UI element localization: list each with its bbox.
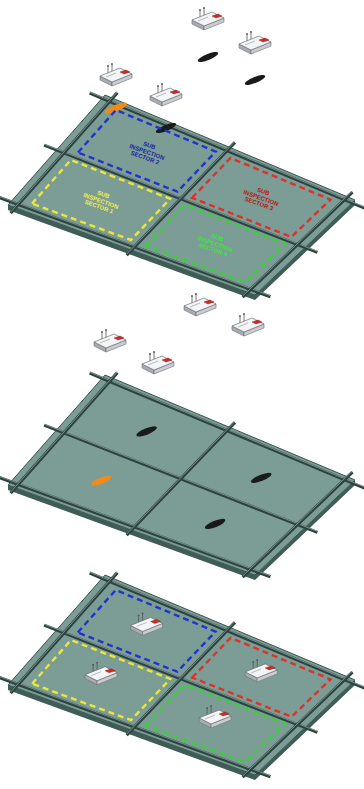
stringer xyxy=(243,672,353,777)
defect-shadow xyxy=(135,424,158,438)
sector-label: SUB INSPECTION SECTOR 1 xyxy=(76,184,126,218)
inspection-sector: SUB INSPECTION SECTOR 2 xyxy=(75,107,219,195)
inspection-robot xyxy=(192,7,224,30)
stringer xyxy=(11,573,118,694)
sector-label: SUB INSPECTION SECTOR 2 xyxy=(122,134,172,168)
sector-label: SUB INSPECTION SECTOR 4 xyxy=(190,227,240,261)
inspection-robot xyxy=(94,329,126,352)
inspection-sector: SUB INSPECTION SECTOR 4 xyxy=(143,202,288,285)
sector-outline xyxy=(146,685,285,762)
stringer-highlight xyxy=(127,621,235,734)
defect-shadow xyxy=(204,517,227,531)
stringer xyxy=(127,622,235,735)
defect-shadow xyxy=(250,471,273,485)
stringer-highlight xyxy=(11,572,118,693)
inspection-sector: SUB INSPECTION SECTOR 3 xyxy=(189,155,333,240)
sector-label: SUB INSPECTION SECTOR 3 xyxy=(236,181,286,215)
sector-outline xyxy=(78,590,216,672)
inspection-sector: SUB INSPECTION SECTOR 1 xyxy=(29,157,173,243)
defect-shadow xyxy=(197,50,220,64)
inspection-robot xyxy=(199,705,231,728)
stringer-highlight xyxy=(243,671,353,776)
fuselage-panel xyxy=(0,572,364,780)
sector-outline xyxy=(32,640,170,720)
stringer xyxy=(243,472,353,577)
defect-shadow xyxy=(244,73,267,87)
sector-outline xyxy=(192,158,330,237)
sector-outline xyxy=(146,205,285,282)
stringer-highlight xyxy=(243,471,353,576)
stringer xyxy=(127,422,235,535)
stringer-highlight xyxy=(11,372,118,493)
inspection-robot xyxy=(100,63,132,86)
stringer-highlight xyxy=(127,421,235,534)
inspection-robot xyxy=(184,293,216,316)
inspection-robot xyxy=(239,31,271,54)
defect-mark xyxy=(90,474,113,488)
inspection-robot xyxy=(150,83,182,106)
sector-outline xyxy=(32,160,170,240)
inspection-robot xyxy=(85,662,117,685)
sector-outline xyxy=(192,638,330,717)
sector-outline xyxy=(78,110,216,192)
inspection-robot xyxy=(142,351,174,374)
stringer xyxy=(11,373,118,494)
inspection-robot xyxy=(232,313,264,336)
fuselage-panel xyxy=(0,372,364,580)
inspection-robot xyxy=(245,659,277,682)
inspection-robot xyxy=(131,613,163,636)
fuselage-panel xyxy=(0,92,364,300)
defect-mark xyxy=(104,101,129,116)
